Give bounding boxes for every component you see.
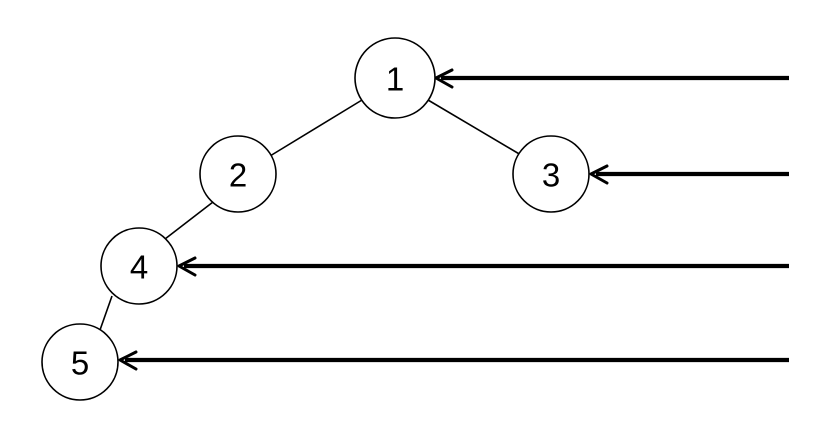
edge-n2-n4 [164,201,214,240]
arrow-head-to-node-4 [177,256,197,277]
node-5[interactable]: 5 [41,323,119,401]
incoming-arrow-group [118,68,789,371]
arrow-head-to-node-5 [118,350,138,371]
node-2[interactable]: 2 [199,135,277,213]
node-4-circle[interactable] [100,227,178,305]
node-1[interactable]: 1 [354,37,436,119]
node-1-circle[interactable] [354,37,436,119]
node-2-label: 2 [229,157,247,194]
node-3-label: 3 [542,157,560,194]
node-4[interactable]: 4 [100,227,178,305]
node-4-label: 4 [130,249,148,286]
node-2-circle[interactable] [199,135,277,213]
edge-group [99,99,522,331]
arrow-head-to-node-1 [434,68,454,89]
arrow-head-to-node-3 [589,164,609,185]
edge-n1-n3 [427,99,522,156]
node-1-label: 1 [386,61,404,98]
node-3[interactable]: 3 [512,135,590,213]
edge-n4-n5 [99,295,113,331]
node-5-circle[interactable] [41,323,119,401]
node-5-label: 5 [71,345,89,382]
node-group: 1 2 3 4 5 [41,37,590,401]
edge-n1-n2 [269,99,363,157]
node-3-circle[interactable] [512,135,590,213]
